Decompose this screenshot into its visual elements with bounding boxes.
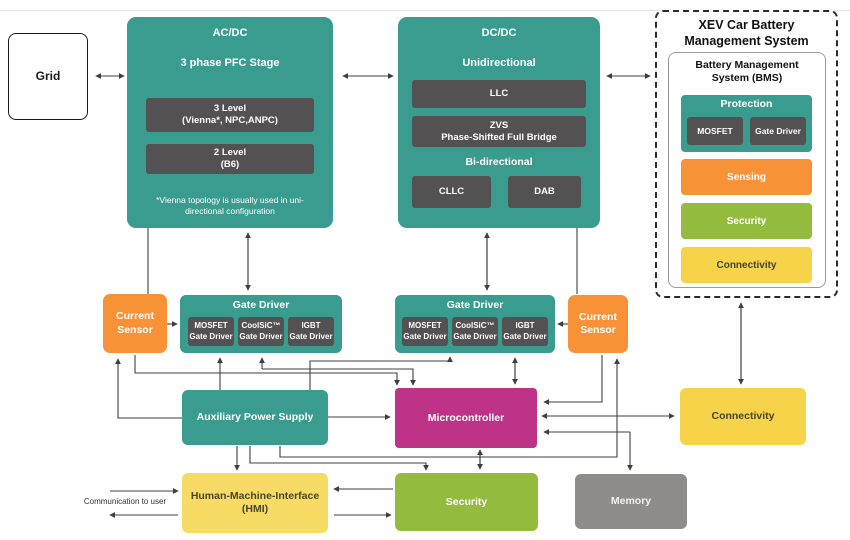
grid-block: Grid [8, 33, 88, 120]
acdc-3level-block: 3 Level (Vienna*, NPC,ANPC) [146, 98, 314, 132]
dcdc-zvs-line2: Phase-Shifted Full Bridge [441, 131, 557, 143]
dcdc-subtitle: Unidirectional [462, 57, 536, 70]
memory-block: Memory [575, 474, 687, 529]
dcdc-cllc-block: CLLC [412, 176, 491, 208]
bms-security-block: Security [681, 203, 812, 239]
gate-driver-left-block: Gate Driver MOSFET Gate Driver CoolSiC™ … [180, 295, 342, 353]
acdc-2level-block: 2 Level (B6) [146, 144, 314, 174]
dcdc-block: DC/DC Unidirectional LLC ZVS Phase-Shift… [398, 17, 600, 228]
top-divider [0, 10, 850, 11]
acdc-footnote-line1: *Vienna topology is usually used in uni- [156, 195, 304, 205]
hmi-line2: (HMI) [241, 503, 269, 515]
gate-driver-right-title: Gate Driver [446, 299, 504, 311]
dcdc-bidirectional-label: Bi-directional [465, 156, 533, 168]
current-sensor-left-line1: Current [116, 310, 154, 323]
security-label: Security [445, 495, 488, 508]
bms-protection-title: Protection [720, 98, 773, 110]
coolsic-gate-driver-right-line1: CoolSiC™ [455, 321, 495, 331]
acdc-subtitle: 3 phase PFC Stage [180, 57, 280, 70]
security-block: Security [395, 473, 538, 531]
bms-title-line1: Battery Management [695, 59, 799, 71]
microcontroller-block: Microcontroller [395, 388, 537, 448]
igbt-gate-driver-right-line2: Gate Driver [503, 331, 547, 341]
coolsic-gate-driver-left-line2: Gate Driver [239, 331, 283, 341]
bms-sensing-block: Sensing [681, 159, 812, 195]
igbt-gate-driver-right-block: IGBT Gate Driver [502, 317, 548, 346]
bms-connectivity-block: Connectivity [681, 247, 812, 283]
bms-gate-driver-block: Gate Driver [750, 117, 806, 145]
mosfet-gate-driver-right-block: MOSFET Gate Driver [402, 317, 448, 346]
acdc-2level-line1: 2 Level [213, 147, 247, 159]
bms-connectivity-label: Connectivity [716, 259, 777, 271]
current-sensor-left-block: Current Sensor [103, 294, 167, 353]
dcdc-zvs-block: ZVS Phase-Shifted Full Bridge [412, 116, 586, 147]
acdc-title: AC/DC [212, 27, 248, 39]
coolsic-gate-driver-left-line1: CoolSiC™ [241, 321, 281, 331]
dcdc-cllc-label: CLLC [438, 186, 465, 198]
dcdc-llc-block: LLC [412, 80, 586, 108]
igbt-gate-driver-left-line1: IGBT [301, 321, 321, 331]
mosfet-gate-driver-left-block: MOSFET Gate Driver [188, 317, 234, 346]
dcdc-dab-block: DAB [508, 176, 581, 208]
bms-protection-block: Protection MOSFET Gate Driver [681, 95, 812, 152]
gate-driver-left-title: Gate Driver [232, 299, 290, 311]
bms-mosfet-label: MOSFET [697, 126, 733, 136]
current-sensor-right-line1: Current [579, 310, 617, 323]
xev-title-line2: Management System [684, 34, 809, 49]
dcdc-zvs-line1: ZVS [489, 119, 509, 131]
connectivity-block: Connectivity [680, 388, 806, 445]
memory-label: Memory [610, 495, 652, 508]
bms-block: Battery Management System (BMS) Protecti… [668, 52, 826, 288]
connectivity-label: Connectivity [711, 410, 775, 423]
gate-driver-right-block: Gate Driver MOSFET Gate Driver CoolSiC™ … [395, 295, 555, 353]
acdc-block: AC/DC 3 phase PFC Stage 3 Level (Vienna*… [127, 17, 333, 228]
mosfet-gate-driver-left-line2: Gate Driver [189, 331, 233, 341]
aux-power-supply-label: Auxiliary Power Supply [196, 411, 314, 424]
dcdc-title: DC/DC [481, 27, 517, 39]
coolsic-gate-driver-right-line2: Gate Driver [453, 331, 497, 341]
bms-title-line2: System (BMS) [711, 72, 783, 85]
bms-title: Battery Management System (BMS) [695, 59, 798, 85]
mosfet-gate-driver-left-line1: MOSFET [194, 321, 228, 331]
coolsic-gate-driver-right-block: CoolSiC™ Gate Driver [452, 317, 498, 346]
current-sensor-left-line2: Sensor [117, 323, 153, 336]
bms-sensing-label: Sensing [727, 171, 766, 183]
igbt-gate-driver-right-line1: IGBT [515, 321, 535, 331]
acdc-3level-line2: (Vienna*, NPC,ANPC) [182, 115, 278, 126]
grid-label: Grid [35, 69, 61, 84]
aux-power-supply-block: Auxiliary Power Supply [182, 390, 328, 445]
dcdc-llc-label: LLC [489, 88, 509, 100]
dcdc-dab-label: DAB [534, 186, 555, 198]
igbt-gate-driver-left-block: IGBT Gate Driver [288, 317, 334, 346]
current-sensor-right-block: Current Sensor [568, 295, 628, 353]
acdc-footnote: *Vienna topology is usually used in uni-… [135, 195, 325, 217]
bms-gate-driver-label: Gate Driver [755, 126, 801, 136]
xev-title: XEV Car Battery Management System [684, 17, 808, 50]
acdc-2level-line2: (B6) [220, 159, 240, 170]
communication-to-user-label: Communication to user [83, 497, 167, 506]
xev-title-line1: XEV Car Battery [698, 18, 795, 32]
bms-security-label: Security [726, 215, 767, 227]
acdc-footnote-line2: directional configuration [185, 206, 275, 217]
mosfet-gate-driver-right-line2: Gate Driver [403, 331, 447, 341]
current-sensor-right-line2: Sensor [580, 324, 616, 336]
hmi-line1: Human-Machine-Interface [190, 489, 320, 502]
xev-bms-container: XEV Car Battery Management System Batter… [655, 10, 838, 298]
acdc-3level-line1: 3 Level [213, 103, 247, 115]
bms-mosfet-block: MOSFET [687, 117, 743, 145]
microcontroller-label: Microcontroller [427, 411, 505, 424]
mosfet-gate-driver-right-line1: MOSFET [408, 321, 442, 331]
igbt-gate-driver-left-line2: Gate Driver [289, 331, 333, 341]
hmi-block: Human-Machine-Interface (HMI) [182, 473, 328, 533]
coolsic-gate-driver-left-block: CoolSiC™ Gate Driver [238, 317, 284, 346]
